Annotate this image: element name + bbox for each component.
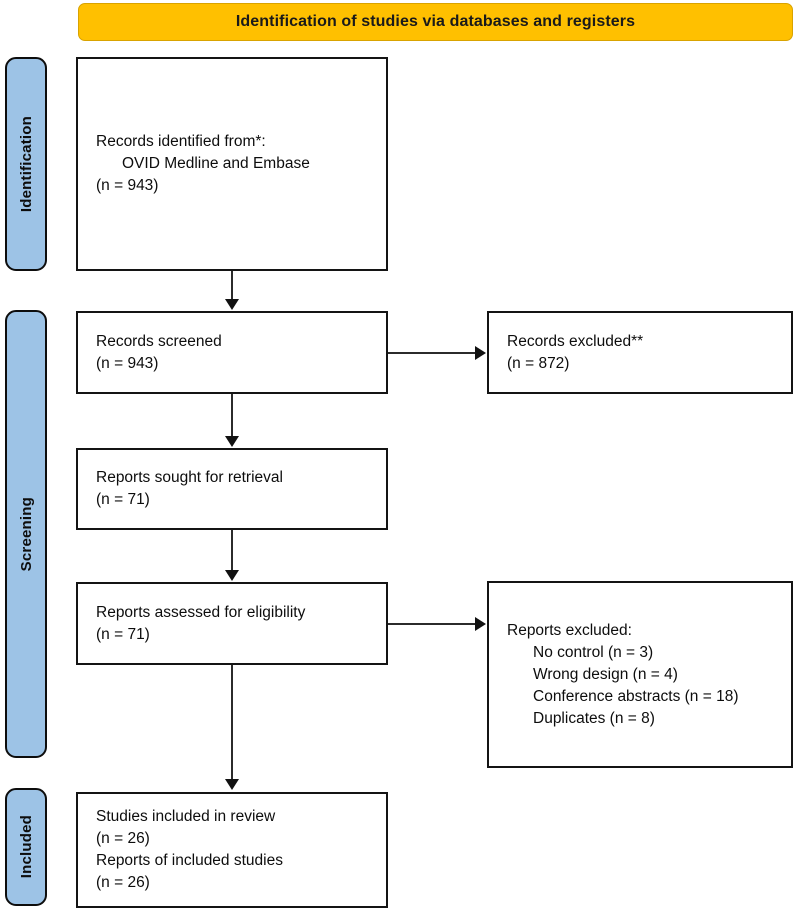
box-reports-assessed: Reports assessed for eligibility (n = 71) bbox=[76, 582, 388, 665]
connector-sought-to-assessed bbox=[231, 530, 233, 571]
arrowhead-screened-to-sought bbox=[225, 436, 239, 447]
stage-bar-included: Included bbox=[5, 788, 47, 906]
connector-screened-to-sought bbox=[231, 394, 233, 437]
box-records-identified-text: Records identified from*: OVID Medline an… bbox=[78, 131, 310, 197]
box-records-excluded: Records excluded** (n = 872) bbox=[487, 311, 793, 394]
reports-sought-line2: (n = 71) bbox=[96, 491, 150, 508]
stage-label-screening: Screening bbox=[17, 496, 35, 572]
records-identified-line2: OVID Medline and Embase bbox=[122, 155, 310, 172]
reports-assessed-line2: (n = 71) bbox=[96, 625, 150, 643]
box-records-identified: Records identified from*: OVID Medline an… bbox=[76, 57, 388, 271]
studies-included-line3: Reports of included studies bbox=[96, 852, 283, 869]
studies-included-line1: Studies included in review bbox=[96, 808, 276, 825]
stage-label-included: Included bbox=[17, 815, 35, 879]
box-reports-assessed-text: Reports assessed for eligibility (n = 71) bbox=[78, 602, 305, 646]
reports-excluded-heading: Reports excluded: bbox=[507, 621, 632, 639]
connector-screened-to-excluded bbox=[388, 352, 476, 354]
connector-identified-to-screened bbox=[231, 271, 233, 300]
stage-label-identification: Identification bbox=[17, 115, 35, 213]
records-excluded-line1: Records excluded** bbox=[507, 332, 644, 350]
arrowhead-assessed-to-included bbox=[225, 779, 239, 790]
diagram-title: Identification of studies via databases … bbox=[235, 13, 636, 31]
box-studies-included-text: Studies included in review (n = 26) Report… bbox=[78, 806, 283, 894]
records-identified-line1: Records identified from*: bbox=[96, 133, 266, 150]
arrowhead-sought-to-assessed bbox=[225, 570, 239, 581]
box-records-excluded-text: Records excluded** (n = 872) bbox=[489, 331, 643, 375]
arrowhead-screened-to-excluded bbox=[475, 346, 486, 360]
reports-sought-line1: Reports sought for retrieval bbox=[96, 469, 283, 486]
box-reports-sought: Reports sought for retrieval (n = 71) bbox=[76, 448, 388, 530]
arrowhead-identified-to-screened bbox=[225, 299, 239, 310]
reports-excluded-reason-duplicates: Duplicates (n = 8) bbox=[533, 709, 655, 727]
records-screened-line1: Records screened bbox=[96, 332, 222, 350]
studies-included-line4: (n = 26) bbox=[96, 874, 150, 891]
box-studies-included: Studies included in review (n = 26) Report… bbox=[76, 792, 388, 908]
arrowhead-assessed-to-excluded bbox=[475, 617, 486, 631]
records-screened-line2: (n = 943) bbox=[96, 354, 159, 372]
records-excluded-line2: (n = 872) bbox=[507, 354, 570, 372]
box-records-screened-text: Records screened (n = 943) bbox=[78, 331, 222, 375]
stage-bar-identification: Identification bbox=[5, 57, 47, 271]
connector-assessed-to-included bbox=[231, 665, 233, 780]
box-records-screened: Records screened (n = 943) bbox=[76, 311, 388, 394]
connector-assessed-to-excluded bbox=[388, 623, 476, 625]
records-identified-line3: (n = 943) bbox=[96, 177, 159, 194]
box-reports-excluded: Reports excluded: No control (n = 3) Wro… bbox=[487, 581, 793, 768]
reports-excluded-reason-conference-abstracts: Conference abstracts (n = 18) bbox=[533, 687, 739, 705]
reports-assessed-line1: Reports assessed for eligibility bbox=[96, 603, 306, 621]
reports-excluded-reason-wrong-design: Wrong design (n = 4) bbox=[533, 665, 678, 683]
reports-excluded-reason-no-control: No control (n = 3) bbox=[533, 643, 654, 661]
box-reports-excluded-text: Reports excluded: No control (n = 3) Wro… bbox=[489, 620, 748, 730]
diagram-header-banner: Identification of studies via databases … bbox=[78, 3, 793, 41]
studies-included-line2: (n = 26) bbox=[96, 830, 150, 847]
stage-bar-screening: Screening bbox=[5, 310, 47, 758]
box-reports-sought-text: Reports sought for retrieval (n = 71) bbox=[78, 467, 283, 511]
